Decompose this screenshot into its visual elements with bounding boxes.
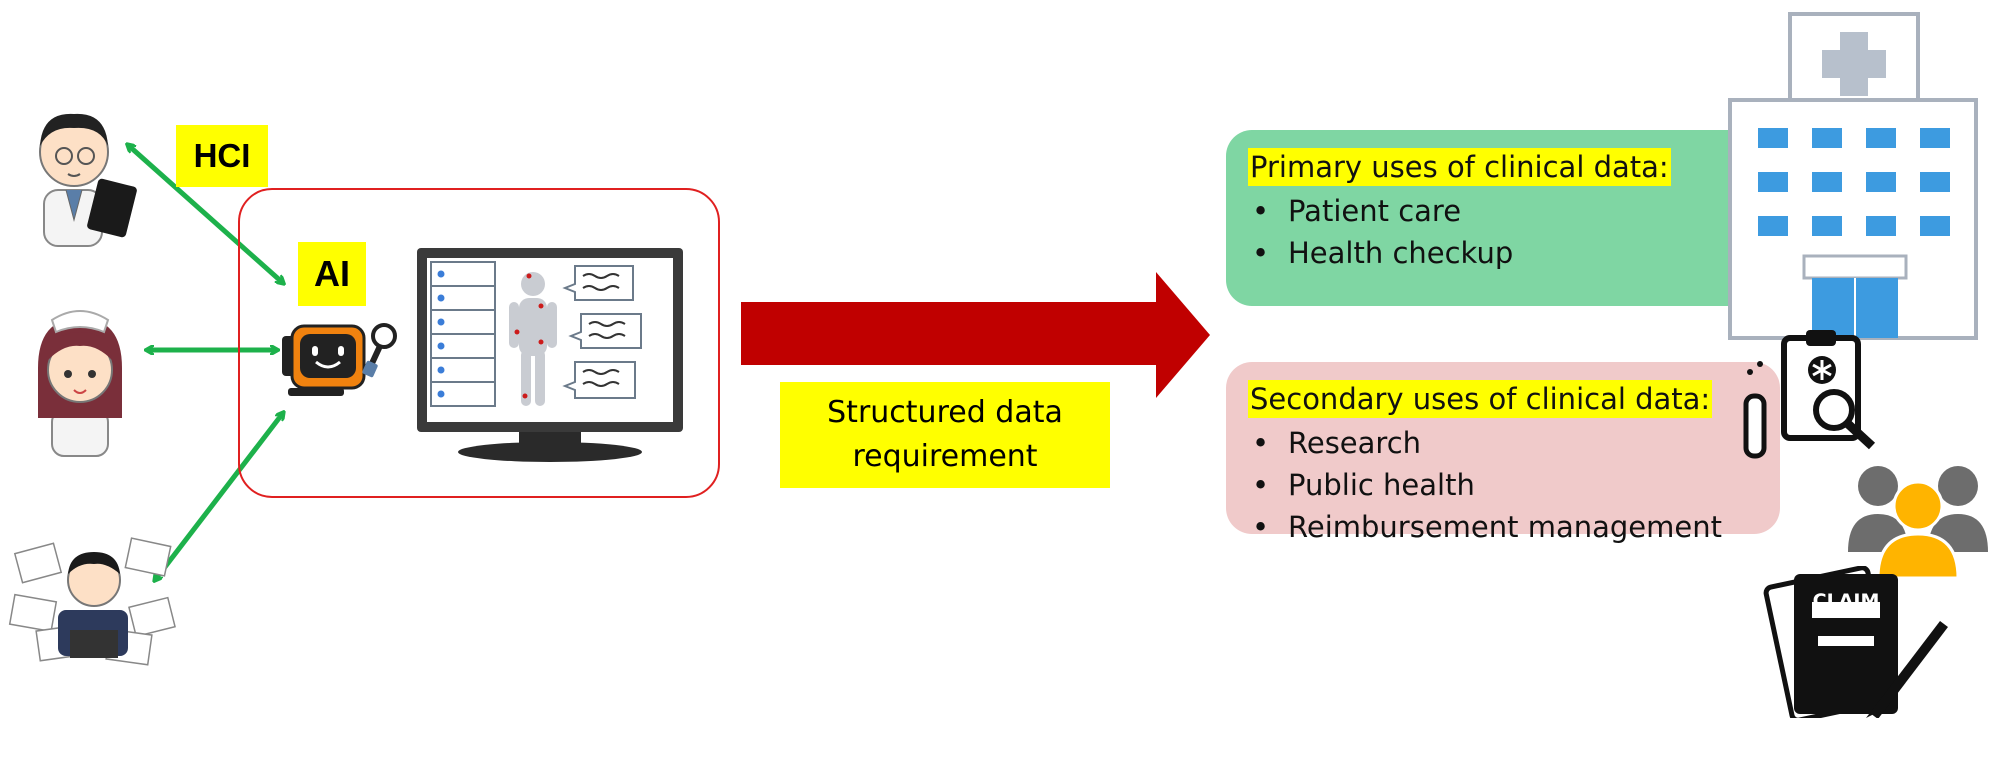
structured-line-1: Structured data bbox=[827, 395, 1063, 430]
nurse-icon bbox=[38, 310, 122, 457]
claim-text: CLAIM bbox=[1812, 590, 1880, 612]
ai-robot-icon bbox=[282, 323, 397, 396]
primary-uses-list: Patient care Health checkup bbox=[1248, 190, 1734, 274]
secondary-uses-title: Secondary uses of clinical data: bbox=[1248, 380, 1713, 418]
primary-uses-title: Primary uses of clinical data: bbox=[1248, 148, 1671, 186]
ehr-monitor-icon bbox=[417, 248, 683, 462]
ai-label: AI bbox=[298, 242, 366, 306]
secondary-uses-list: Research Public health Reimbursement man… bbox=[1248, 422, 1758, 548]
primary-uses-panel: Primary uses of clinical data: Patient c… bbox=[1226, 130, 1756, 306]
list-item: Public health bbox=[1248, 464, 1758, 506]
doctor-icon bbox=[39, 113, 137, 247]
hci-label: HCI bbox=[176, 125, 268, 187]
clerk-with-papers-icon bbox=[8, 537, 176, 666]
hospital-icon bbox=[1728, 12, 1978, 340]
structured-line-2: requirement bbox=[852, 439, 1038, 474]
people-group-icon bbox=[1848, 466, 1988, 578]
list-item: Reimbursement management bbox=[1248, 506, 1758, 548]
secondary-uses-panel: Secondary uses of clinical data: Researc… bbox=[1226, 362, 1780, 548]
list-item: Patient care bbox=[1248, 190, 1734, 232]
hci-arrow-doctor bbox=[128, 145, 283, 283]
list-item: Research bbox=[1248, 422, 1758, 464]
structured-data-requirement-label: Structured data requirement bbox=[780, 382, 1110, 488]
arrow-clerk bbox=[155, 413, 283, 580]
big-red-arrow bbox=[741, 272, 1210, 398]
ai-system-frame bbox=[238, 188, 720, 498]
research-clipboard-icon bbox=[1743, 330, 1876, 459]
claim-form-icon bbox=[1763, 566, 1948, 718]
list-item: Health checkup bbox=[1248, 232, 1734, 274]
